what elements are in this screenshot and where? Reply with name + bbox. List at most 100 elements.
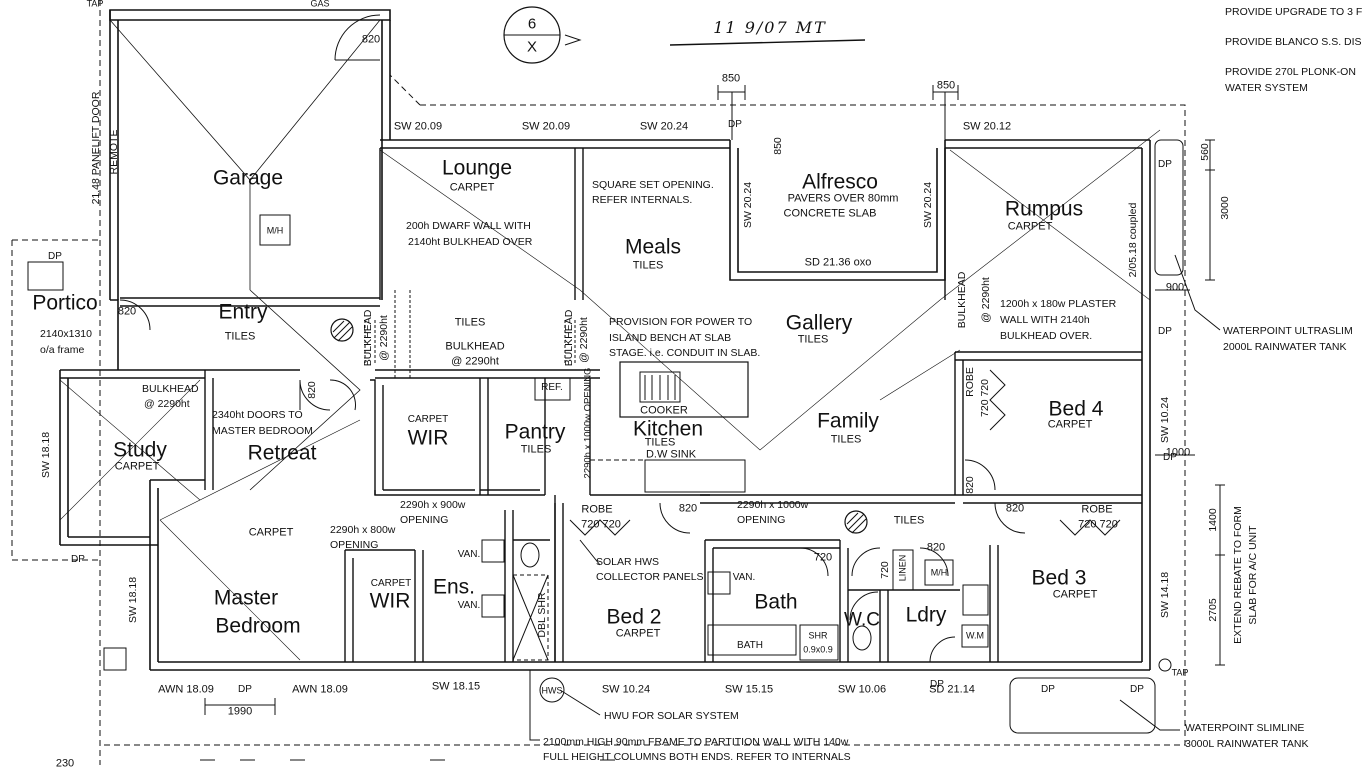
dim-sw-20-12: SW 20.12 xyxy=(962,120,1012,133)
dp-marker: DP xyxy=(1041,684,1055,695)
room-wir-2: WIR xyxy=(369,589,411,613)
dim-1990: 1990 xyxy=(227,705,253,718)
dp-marker: DP xyxy=(1158,159,1172,170)
dim-sw-10-24: SW 10.24 xyxy=(601,683,651,696)
meals-floor: TILES xyxy=(632,259,664,272)
note-bulkhead-v1b: @ 2290ht xyxy=(377,315,390,361)
master-floor: CARPET xyxy=(248,526,294,539)
room-bed-2: Bed 2 xyxy=(606,605,662,629)
lounge-floor: CARPET xyxy=(449,181,495,194)
dp-marker: DP xyxy=(71,554,85,565)
entry-floor: TILES xyxy=(224,330,256,343)
note-bulkhead-v2: BULKHEAD xyxy=(562,309,575,367)
note-panelift: 21.48 PANELIFT DOOR xyxy=(89,91,102,205)
dp-marker: DP xyxy=(1163,452,1177,463)
note-plaster-2: WALL WITH 2140h xyxy=(1000,313,1090,326)
label-shr: SHR xyxy=(808,630,828,641)
note-waterpoint-1b: 2000L RAINWATER TANK xyxy=(1223,340,1347,353)
note-opening-1000-1: 2290h x 1000w xyxy=(737,498,809,511)
dim-sw-15-15: SW 15.15 xyxy=(724,683,774,696)
bed4-floor: CARPET xyxy=(1047,418,1093,431)
note-rebate-1: EXTEND REBATE TO FORM xyxy=(1231,506,1244,644)
label-mh: M/H xyxy=(266,225,284,236)
note-plaster-3: BULKHEAD OVER. xyxy=(1000,329,1093,342)
dp-marker: DP xyxy=(930,679,944,690)
room-bedroom: Bedroom xyxy=(215,614,301,638)
label-shr-size: 0.9x0.9 xyxy=(803,644,833,655)
label-dw-sink: D.W SINK xyxy=(645,448,697,461)
room-meals: Meals xyxy=(624,235,682,259)
note-sd-21-14: SD 21.14 xyxy=(929,683,975,696)
dim-720a: 720 xyxy=(813,551,833,564)
label-mh-2: M/H xyxy=(930,567,948,578)
gallery-floor: TILES xyxy=(797,333,829,346)
rumpus-floor: CARPET xyxy=(1007,220,1053,233)
note-frame-1: 2100mm HIGH 90mm FRAME TO PARTITION WALL… xyxy=(543,735,849,748)
label-linen: LINEN xyxy=(897,554,908,582)
dim-820c: 820 xyxy=(678,502,698,515)
label-robe-1: ROBE xyxy=(581,503,613,516)
dim-sw-10-06: SW 10.06 xyxy=(837,683,887,696)
note-tiles-mid: TILES xyxy=(454,316,486,329)
kitchen-floor: TILES xyxy=(644,436,676,449)
dim-sw-20-24: SW 20.24 xyxy=(639,120,689,133)
alfresco-floor-2: CONCRETE SLAB xyxy=(783,207,877,220)
note-coupled: 2/05.18 coupled xyxy=(1126,202,1139,278)
room-ensuite: Ens. xyxy=(432,575,476,599)
pantry-floor: TILES xyxy=(520,443,552,456)
bed2-floor: CARPET xyxy=(615,627,661,640)
note-refer-internals: REFER INTERNALS. xyxy=(592,193,693,206)
room-lounge: Lounge xyxy=(441,156,513,180)
label-robe-2: ROBE xyxy=(963,367,976,397)
dim-850b: 850 xyxy=(936,79,956,92)
label-wm: W.M xyxy=(966,630,984,641)
note-2: PROVIDE BLANCO S.S. DIS xyxy=(1225,35,1362,48)
dim-sw-18-18b: SW 18.18 xyxy=(126,576,139,624)
sheet-letter: X xyxy=(526,38,538,56)
label-van-3: VAN. xyxy=(732,572,756,583)
room-study: Study xyxy=(113,438,167,462)
note-square-set: SQUARE SET OPENING. xyxy=(592,178,714,191)
note-waterpoint-2b: 3000L RAINWATER TANK xyxy=(1185,737,1309,750)
room-garage: Garage xyxy=(212,166,284,190)
note-bulkhead-v1: BULKHEAD xyxy=(361,309,374,367)
room-retreat: Retreat xyxy=(247,441,317,465)
dim-awn-18-09a: AWN 18.09 xyxy=(158,683,214,696)
dim-sw-14-18: SW 14.18 xyxy=(1158,571,1171,619)
note-bulkhead-study-2: @ 2290ht xyxy=(144,397,190,410)
dim-sw-20-09b: SW 20.09 xyxy=(521,120,571,133)
note-4: WATER SYSTEM xyxy=(1225,81,1308,94)
label-robe-4-size: 720 720 xyxy=(978,379,991,417)
dp-marker: DP xyxy=(238,684,252,695)
label-robe-3-size: 720 720 xyxy=(1078,518,1118,531)
dim-sw-20-24-v2: SW 20.24 xyxy=(921,181,934,229)
dim-sw-10-24-v: SW 10.24 xyxy=(1158,396,1171,444)
note-doors-master-2: MASTER BEDROOM xyxy=(212,424,313,437)
label-gas: GAS xyxy=(310,0,330,9)
note-3: PROVIDE 270L PLONK-ON xyxy=(1225,65,1356,78)
label-van-1: VAN. xyxy=(457,549,481,560)
room-portico: Portico xyxy=(32,291,98,315)
note-opening-800-2: OPENING xyxy=(330,538,379,551)
note-bulkhead-study: BULKHEAD xyxy=(142,382,199,395)
wir1-floor: CARPET xyxy=(407,414,449,425)
dim-820f: 820 xyxy=(963,476,976,494)
dim-820e: 820 xyxy=(926,541,946,554)
note-power-1: PROVISION FOR POWER TO xyxy=(609,315,753,328)
note-portico-frame-1: 2140x1310 xyxy=(40,327,92,340)
room-laundry: Ldry xyxy=(905,603,947,627)
room-family: Family xyxy=(817,409,879,433)
label-hws: HWS xyxy=(541,685,563,696)
dp-marker: DP xyxy=(728,119,742,130)
note-waterpoint-2a: WATERPOINT SLIMLINE xyxy=(1185,721,1305,734)
label-dbl-shr: DBL SHR xyxy=(535,592,548,638)
dim-1400: 1400 xyxy=(1206,508,1219,532)
dim-3000: 3000 xyxy=(1218,196,1231,220)
alfresco-floor-1: PAVERS OVER 80mm xyxy=(787,192,899,205)
note-opening-1000-2: OPENING xyxy=(737,513,786,526)
dim-awn-18-09b: AWN 18.09 xyxy=(292,683,348,696)
dim-820b: 820 xyxy=(117,305,137,318)
note-hwu-solar: HWU FOR SOLAR SYSTEM xyxy=(604,709,739,722)
note-bulkhead-2290: BULKHEAD xyxy=(445,340,505,353)
room-pantry: Pantry xyxy=(504,420,566,444)
